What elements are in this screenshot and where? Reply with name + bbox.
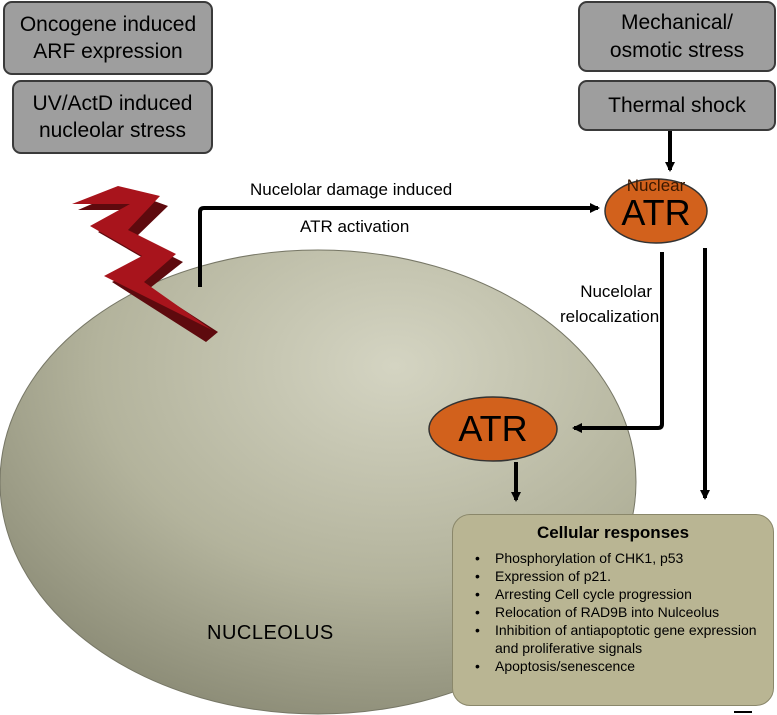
- cellular-responses-box: Cellular responses Phosphorylation of CH…: [452, 514, 774, 706]
- relocalization-label: Nucelolar relocalization: [560, 282, 660, 326]
- damage-label-line1: Nucelolar damage induced: [250, 180, 453, 199]
- lightning-bolt-icon: [72, 186, 218, 342]
- oncogene-arf-box: Oncogene induced ARF expression: [3, 1, 213, 75]
- thermal-shock-label: Thermal shock: [608, 93, 746, 117]
- response-item: Inhibition of antiapoptotic gene express…: [473, 621, 763, 657]
- mechanical-osmotic-box: Mechanical/ osmotic stress: [578, 1, 776, 72]
- cellular-responses-list: Phosphorylation of CHK1, p53 Expression …: [473, 549, 763, 675]
- nucleolar-atr-label: ATR: [458, 408, 528, 449]
- response-item: Arresting Cell cycle progression: [473, 585, 763, 603]
- nuclear-atr-label: ATR: [621, 192, 691, 233]
- mechanical-osmotic-label: Mechanical/ osmotic stress: [609, 11, 745, 62]
- nucleolus-label: NUCLEOLUS: [207, 622, 334, 644]
- oncogene-arf-label: Oncogene induced ARF expression: [19, 12, 197, 63]
- nuclear-atr-caption: Nuclear: [626, 176, 686, 195]
- damage-activation-arrow: [198, 203, 600, 287]
- response-item: Phosphorylation of CHK1, p53: [473, 549, 763, 567]
- cellular-responses-title: Cellular responses: [536, 523, 690, 542]
- nucleolar-atr-shape: [428, 396, 558, 462]
- thermal-shock-box: Thermal shock: [578, 80, 776, 131]
- response-item: Apoptosis/senescence: [473, 657, 763, 675]
- response-item: Relocation of RAD9B into Nulceolus: [473, 603, 763, 621]
- response-item: Expression of p21.: [473, 567, 763, 585]
- uv-actd-label: UV/ActD induced nucleolar stress: [32, 91, 193, 142]
- uv-actd-box: UV/ActD induced nucleolar stress: [12, 80, 213, 154]
- relocalization-arrow: [572, 252, 664, 433]
- nuclear-atr-shape: [604, 178, 708, 244]
- damage-label-line2: ATR activation: [300, 217, 410, 236]
